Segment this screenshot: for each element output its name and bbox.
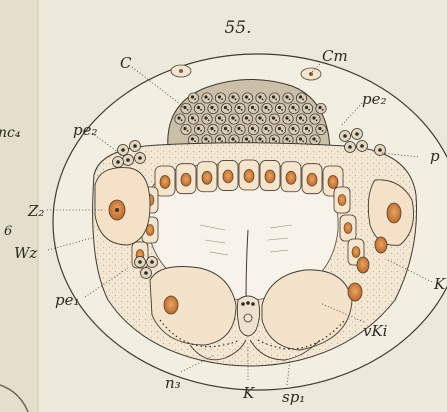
label-C: C [120, 54, 132, 72]
label-nc4-partial: nc₄ [0, 125, 21, 141]
label-sp1: sp₁ [282, 388, 305, 406]
label-pe2-left: pe₂ [73, 121, 98, 139]
nucleus-lower-right [348, 283, 362, 301]
label-K: K [242, 384, 255, 402]
label-n3: n₃ [165, 374, 181, 392]
label-pe1: pe₁ [55, 291, 80, 309]
label-margin-6: 6 [4, 224, 12, 239]
label-K-right: K [433, 275, 446, 293]
label-Wz: Wz [14, 244, 37, 262]
figure-number: 55. [224, 18, 251, 38]
label-Z2: Z₂ [27, 202, 44, 220]
nucleus-right [387, 203, 401, 223]
label-p-right: p [430, 147, 440, 165]
nucleus-right-mid [375, 237, 387, 253]
label-pe2-right: pe₂ [362, 90, 387, 108]
nucleus-right-low [357, 257, 369, 273]
label-Cm: Cm [322, 47, 348, 65]
nucleus-lower-left [164, 296, 178, 314]
label-vKi: vKi [363, 322, 388, 340]
